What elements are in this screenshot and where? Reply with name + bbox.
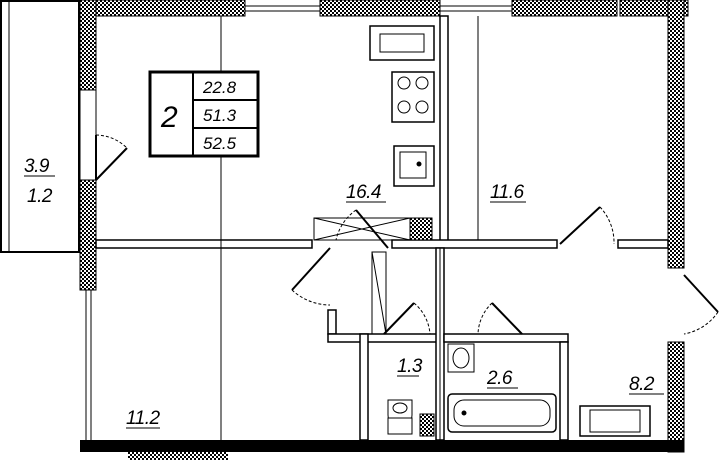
vent-shaft — [313, 217, 433, 241]
balcony — [0, 0, 80, 253]
interior-walls — [95, 15, 669, 441]
hallway-area: 8.2 — [629, 374, 655, 395]
kitchen-living-area: 16.4 — [346, 182, 381, 203]
area-legend: 2 22.8 51.3 52.5 — [148, 70, 260, 158]
closet — [371, 251, 387, 335]
balcony-area: 3.9 — [24, 156, 50, 177]
balcony-door — [79, 89, 128, 181]
wc-fixtures — [387, 399, 435, 437]
total-area-value: 51.3 — [203, 106, 237, 125]
doors — [291, 206, 719, 335]
hallway-wardrobe — [579, 405, 651, 437]
balcony-reduced-area: 1.2 — [27, 186, 53, 207]
total-area-balcony-value: 52.5 — [203, 134, 237, 153]
living-area-value: 22.8 — [202, 78, 237, 97]
bathroom-fixtures — [447, 343, 557, 433]
wc-area: 1.3 — [397, 356, 423, 377]
bathroom-area: 2.6 — [486, 368, 513, 389]
kitchen-fixtures — [369, 25, 435, 187]
room-labels: 16.4 11.6 11.2 1.3 2.6 8.2 3.9 1.2 — [24, 156, 664, 429]
rooms-count: 2 — [160, 101, 178, 134]
bedroom-left-area: 11.2 — [126, 408, 161, 429]
bedroom-right-area: 11.6 — [490, 182, 525, 203]
exterior-walls — [79, 0, 689, 460]
